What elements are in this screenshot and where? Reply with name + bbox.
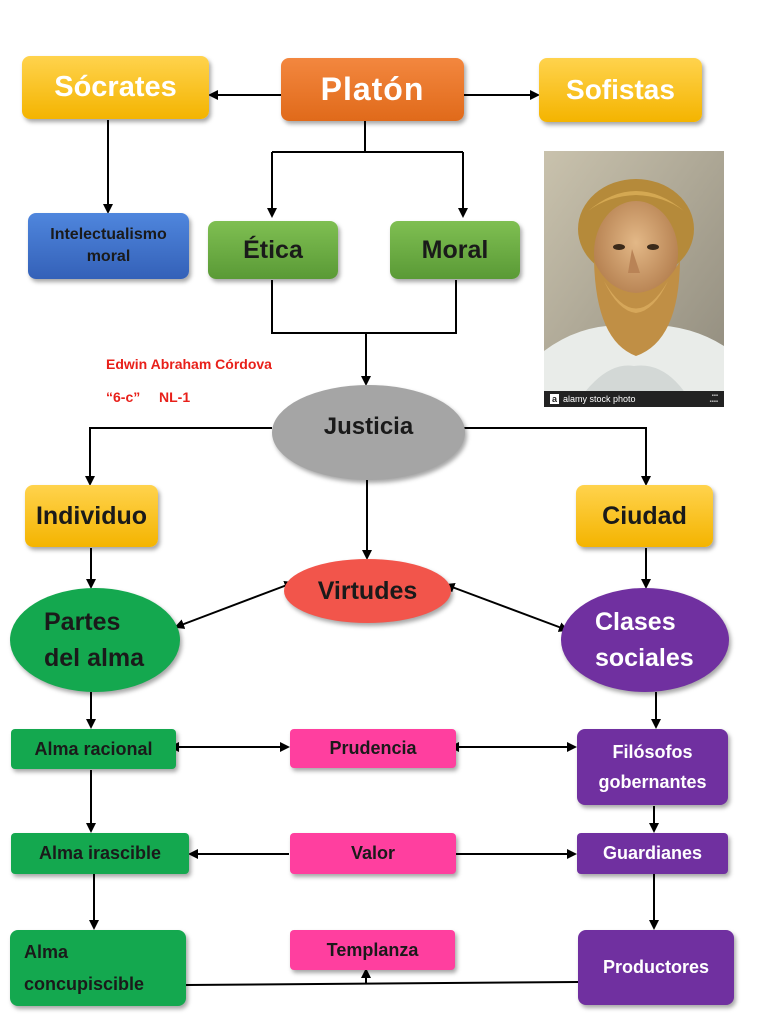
concupiscible-line-2: concupiscible [24,974,145,994]
node-ciudad: Ciudad [576,485,713,547]
node-individuo: Individuo [25,485,158,547]
alamy-logo-icon: a [550,394,560,404]
plato-bust-illustration [544,151,724,407]
node-partes-del-alma: Partes del alma [10,588,180,692]
filosofos-line-1: Filósofos [612,742,693,762]
node-intelectualismo-moral: Intelectualismo moral [28,213,189,279]
node-justicia: Justicia [272,385,465,480]
node-moral: Moral [390,221,520,279]
author-group: “6-c” [106,389,141,405]
node-prudencia: Prudencia [290,729,456,768]
partes-line-1: Partes [44,608,121,636]
node-templanza: Templanza [290,930,455,970]
plato-portrait-image: a alamy stock photo ▪▪▪▪▪▪▪ [544,151,724,407]
watermark-brand: alamy stock photo [563,394,636,404]
intelectualismo-line-2: moral [86,248,131,265]
arrow-virtudes-clases [444,583,569,632]
line-concupiscible-productores [185,981,579,986]
clases-line-2: sociales [595,644,694,672]
filosofos-line-2: gobernantes [598,772,707,792]
author-name: Edwin Abraham Córdova [106,356,272,372]
author-code: NL-1 [159,389,191,405]
node-etica: Ética [208,221,338,279]
arrow-virtudes-partes [174,581,295,629]
bracket-etica-moral [271,280,457,334]
node-alma-irascible: Alma irascible [11,833,189,874]
node-socrates: Sócrates [22,56,209,119]
concupiscible-line-1: Alma [24,942,69,962]
photo-watermark-bar: a alamy stock photo ▪▪▪▪▪▪▪ [544,391,724,407]
partes-line-2: del alma [44,644,145,672]
node-clases-sociales: Clases sociales [561,588,729,692]
node-sofistas: Sofistas [539,58,702,122]
arrow-justicia-ciudad [464,427,651,486]
node-productores: Productores [578,930,734,1005]
node-valor: Valor [290,833,456,874]
clases-line-1: Clases [595,608,676,636]
node-platon: Platón [281,58,464,121]
node-alma-racional: Alma racional [11,729,176,769]
node-virtudes: Virtudes [284,559,451,623]
node-alma-concupiscible: Alma concupiscible [10,930,186,1006]
node-filosofos-gobernantes: Filósofos gobernantes [577,729,728,805]
node-guardianes: Guardianes [577,833,728,874]
arrow-justicia-individuo [85,427,272,486]
watermark-ref: ▪▪▪▪▪▪▪ [709,393,718,405]
intelectualismo-line-1: Intelectualismo [50,226,167,243]
